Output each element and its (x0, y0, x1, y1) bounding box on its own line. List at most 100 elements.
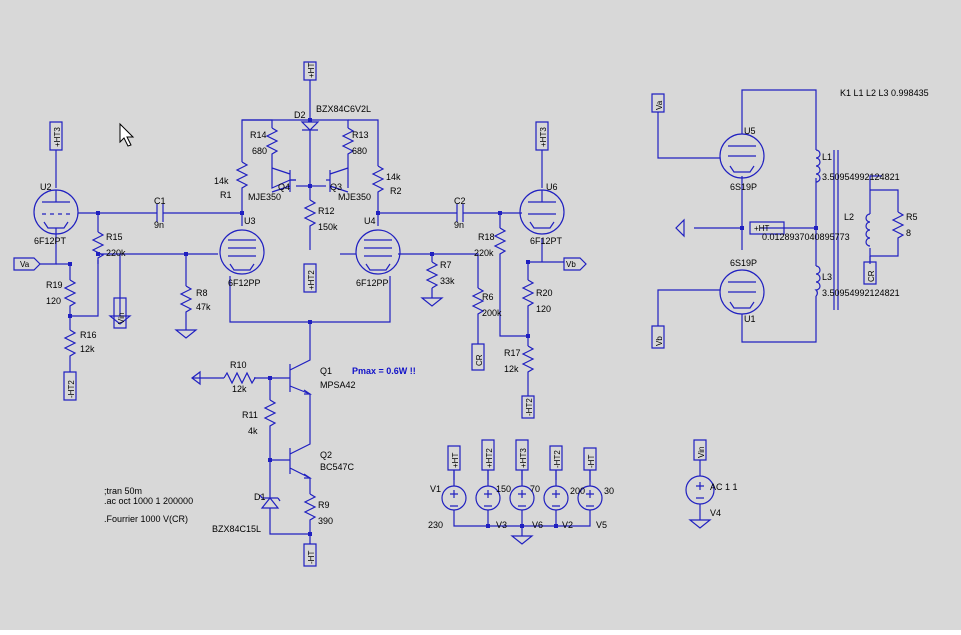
net-label-vb-right: Vb (655, 336, 664, 346)
net-label-mht2-supply: -HT2 (553, 450, 562, 468)
r20-value: 120 (536, 304, 551, 314)
u3-ref: U3 (244, 216, 256, 226)
net-label-ht3-left: +HT3 (53, 127, 62, 147)
r2-value: 14k (386, 172, 401, 182)
net-label-ht2-supply: +HT2 (485, 448, 494, 468)
r17-ref: R17 (504, 348, 521, 358)
r10-value: 12k (232, 384, 247, 394)
net-label-cr-right: CR (867, 270, 876, 282)
u3-model: 6F12PP (228, 278, 261, 288)
net-label-cr-mid: CR (475, 354, 484, 366)
fourier-directive: .Fourrier 1000 V(CR) (104, 514, 188, 524)
l1-ref: L1 (822, 152, 832, 162)
net-labels: +HT3 +HT3 +HT +HT2 -HT2 -HT2 -HT Vin CR … (20, 63, 876, 564)
junctions (68, 118, 818, 536)
r1-ref: R1 (220, 190, 232, 200)
r18-ref: R18 (478, 232, 495, 242)
net-label-ht-transformer: +HT (754, 224, 769, 233)
net-label-ht-top: +HT (307, 63, 316, 78)
r16-ref: R16 (80, 330, 97, 340)
net-label-va-right: Va (655, 100, 664, 110)
q4-ref: Q4 (278, 182, 290, 192)
r8-value: 47k (196, 302, 211, 312)
tube-u4 (355, 229, 401, 275)
net-label-ht3-supply: +HT3 (519, 448, 528, 468)
net-label-mht2-right: -HT2 (525, 398, 534, 416)
v6-ref: V6 (532, 520, 543, 530)
r13-value: 680 (352, 146, 367, 156)
d1-ref: D1 (254, 492, 266, 502)
v1-ref: V1 (430, 484, 441, 494)
u4-ref: U4 (364, 216, 376, 226)
q3-model: MJE350 (338, 192, 371, 202)
pmax-note: Pmax = 0.6W !! (352, 366, 416, 376)
v2-value: 70 (530, 484, 540, 494)
r16-value: 12k (80, 344, 95, 354)
r13-ref: R13 (352, 130, 369, 140)
tube-u2 (33, 189, 79, 235)
resistors (63, 127, 905, 526)
r6-ref: R6 (482, 292, 494, 302)
c1-ref: C1 (154, 196, 166, 206)
component-labels: U2 6F12PT U3 6F12PP U4 6F12PP U6 6F12PT … (34, 104, 918, 534)
r14-ref: R14 (250, 130, 267, 140)
c2-ref: C2 (454, 196, 466, 206)
v5-ref: V5 (596, 520, 607, 530)
transistors (271, 167, 349, 484)
inductors (814, 149, 871, 310)
q3-ref: Q3 (330, 182, 342, 192)
r11-value: 4k (248, 426, 258, 436)
diodes (259, 96, 320, 509)
v6-value: 200 (570, 486, 585, 496)
tube-u1 (719, 269, 765, 315)
v1-value: 230 (428, 520, 443, 530)
l2-value: 0.0128937040895773 (762, 232, 850, 242)
r8-ref: R8 (196, 288, 208, 298)
tran-directive: ;tran 50m (104, 486, 142, 496)
q1-model: MPSA42 (320, 380, 356, 390)
r9-value: 390 (318, 516, 333, 526)
net-label-mht-supply: -HT (587, 455, 596, 468)
net-label-vin-source: Vin (697, 447, 706, 458)
r12-ref: R12 (318, 206, 335, 216)
v3-value: 150 (496, 484, 511, 494)
net-label-ht2-mid: +HT2 (307, 270, 316, 290)
capacitors (150, 204, 464, 222)
r19-ref: R19 (46, 280, 63, 290)
net-label-va-left: Va (20, 260, 30, 269)
r10-ref: R10 (230, 360, 247, 370)
u5-model: 6S19P (730, 182, 757, 192)
u6-ref: U6 (546, 182, 558, 192)
r15-ref: R15 (106, 232, 123, 242)
u2-model: 6F12PT (34, 236, 67, 246)
l1-value: 3.50954992124821 (822, 172, 900, 182)
v2-ref: V2 (562, 520, 573, 530)
u5-ref: U5 (744, 126, 756, 136)
net-label-vin-mid: Vin (117, 313, 126, 324)
c2-value: 9n (454, 220, 464, 230)
coupling-directive: K1 L1 L2 L3 0.998435 (840, 88, 929, 98)
l3-ref: L3 (822, 272, 832, 282)
net-label-vb-left: Vb (566, 260, 576, 269)
r12-value: 150k (318, 222, 338, 232)
spice-directives: K1 L1 L2 L3 0.998435 ;tran 50m .ac oct 1… (104, 88, 929, 524)
r6-value: 200k (482, 308, 502, 318)
r5-ref: R5 (906, 212, 918, 222)
tube-u3 (219, 229, 265, 275)
r7-value: 33k (440, 276, 455, 286)
r2-ref: R2 (390, 186, 402, 196)
d1-model: BZX84C15L (212, 524, 261, 534)
r20-ref: R20 (536, 288, 553, 298)
u1-ref: U1 (744, 314, 756, 324)
u6-model: 6F12PT (530, 236, 563, 246)
voltage-sources (441, 470, 715, 516)
r19-value: 120 (46, 296, 61, 306)
r1-value: 14k (214, 176, 229, 186)
tube-u5 (719, 133, 765, 179)
grounds (108, 218, 712, 545)
q2-model: BC547C (320, 462, 355, 472)
d2-ref: D2 (294, 110, 306, 120)
r7-ref: R7 (440, 260, 452, 270)
r5-value: 8 (906, 228, 911, 238)
